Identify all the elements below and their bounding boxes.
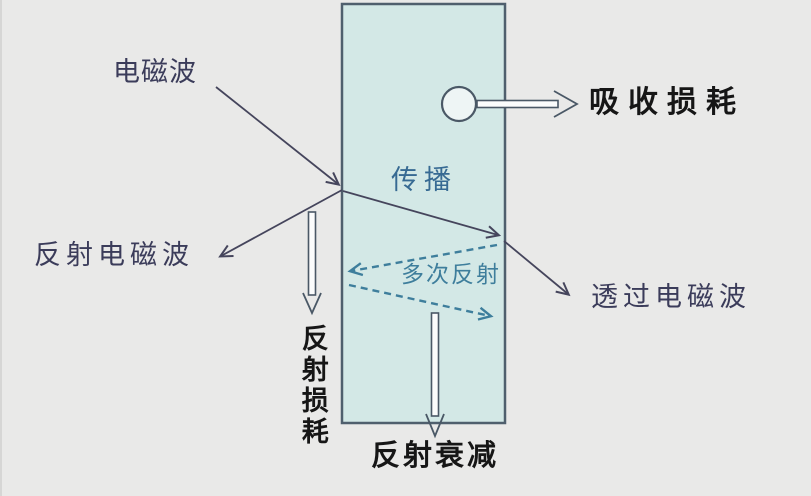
reflection-attenuation-label: 反射衰减 <box>371 440 500 472</box>
multi-reflection-arrow-right <box>348 283 494 321</box>
reflection-attenuation-arrow-head <box>425 413 445 439</box>
incident-wave-arrow <box>215 86 341 187</box>
transmitted-wave-arrow <box>503 240 571 297</box>
transmitted-wave-label: 透过电磁波 <box>591 282 751 312</box>
absorption-loss-arrow-head <box>553 90 579 118</box>
incident-wave-label: 电磁波 <box>113 57 197 87</box>
multi-reflection-arrow-left <box>347 243 498 277</box>
multiple-reflection-label: 多次反射 <box>401 262 501 287</box>
reflected-wave-arrow <box>218 189 343 258</box>
absorption-loss-label: 吸收损耗 <box>589 86 745 119</box>
absorption-loss-arrow-shaft <box>476 99 559 109</box>
absorption-site-circle <box>440 85 478 123</box>
reflected-wave-label: 反射电磁波 <box>34 240 194 270</box>
propagation-label: 传播 <box>391 165 457 195</box>
propagation-arrow <box>342 190 502 239</box>
reflection-attenuation-arrow-shaft <box>430 312 440 417</box>
reflection-loss-arrow-shaft <box>307 211 317 296</box>
reflection-loss-label: 反射损耗 <box>297 324 328 448</box>
reflection-loss-arrow-head <box>302 292 322 316</box>
